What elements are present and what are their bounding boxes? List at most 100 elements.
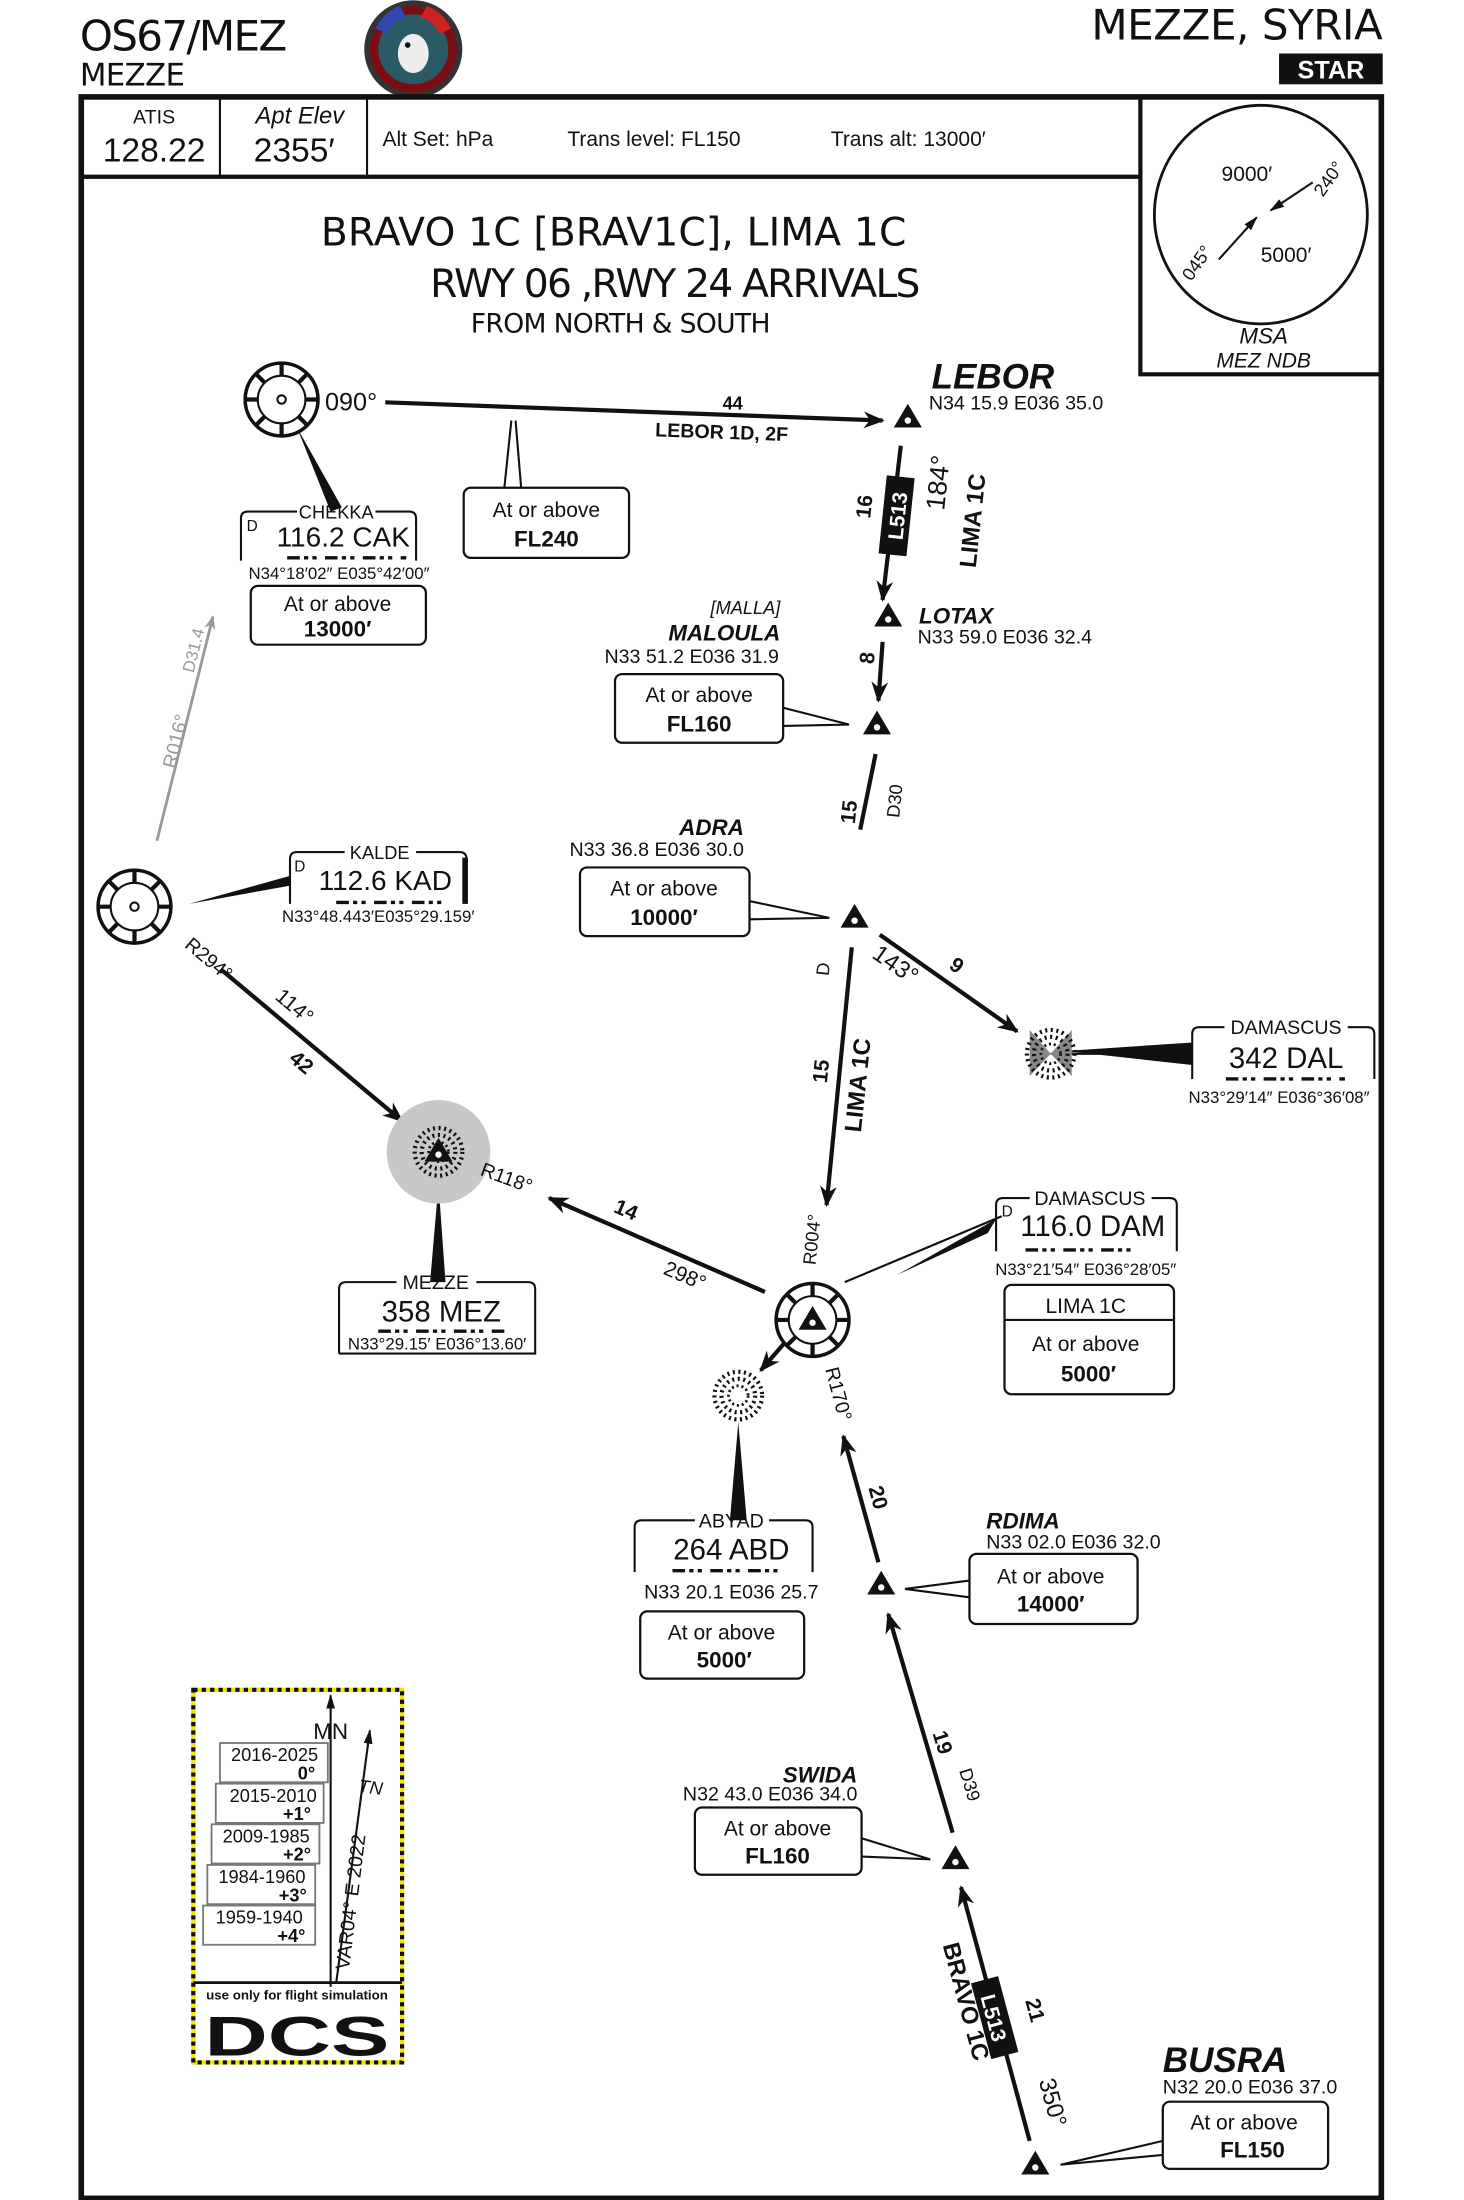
msa-bearing-045: 045° <box>1178 242 1216 284</box>
svg-text:N33°21′54″ E036°28′05″: N33°21′54″ E036°28′05″ <box>995 1260 1176 1279</box>
swida-restriction: At or above FL160 <box>693 1806 931 1876</box>
airport-code: OS67/MEZ <box>80 12 287 61</box>
maloula-adra-distance: 15 <box>837 799 862 825</box>
dam-vor-icon[interactable] <box>776 1284 849 1357</box>
lotax-coords: N33 59.0 E036 32.4 <box>918 626 1093 648</box>
svg-text:0°: 0° <box>298 1763 315 1783</box>
abyad-ndb-icon[interactable] <box>714 1372 762 1420</box>
svg-text:FL160: FL160 <box>667 712 732 737</box>
svg-text:+1°: +1° <box>283 1804 311 1824</box>
svg-text:DAMASCUS: DAMASCUS <box>1034 1188 1145 1210</box>
svg-text:MEZZE: MEZZE <box>402 1272 468 1294</box>
rdima-dam-distance: 20 <box>864 1483 892 1512</box>
svg-text:116.2 CAK: 116.2 CAK <box>277 522 411 553</box>
svg-text:LIMA 1C: LIMA 1C <box>1045 1295 1126 1318</box>
malla-name: [MALLA] <box>710 598 782 618</box>
msa-bearing-240: 240° <box>1310 158 1348 200</box>
svg-text:+2°: +2° <box>283 1845 311 1865</box>
svg-text:At or above: At or above <box>645 684 752 707</box>
dam-radial-004: R004° <box>800 1213 825 1266</box>
maloula-waypoint-icon[interactable] <box>862 710 892 735</box>
kalde-info: KALDE D 112.6 KAD N33°48.443′E035°29.159… <box>282 843 475 926</box>
maloula-coords: N33 51.2 E036 31.9 <box>604 646 778 668</box>
star-badge <box>1279 53 1383 85</box>
altimeter-setting: Alt Set: hPa <box>382 128 493 151</box>
busra-swida-distance: 21 <box>1020 1996 1048 2025</box>
svg-text:At or above: At or above <box>724 1818 831 1841</box>
dal-info: DAMASCUS 342 DAL N33°29′14″ E036°36′08″ <box>1189 1017 1376 1107</box>
swida-rdima-distance: 19 <box>928 1728 957 1757</box>
lebor-waypoint-icon[interactable] <box>893 403 922 428</box>
svg-text:1984-1960: 1984-1960 <box>218 1867 305 1887</box>
dal-ndb-icon[interactable] <box>1027 1030 1075 1078</box>
maloula-restriction: At or above FL160 <box>613 672 850 744</box>
adra-waypoint-icon[interactable] <box>840 903 869 928</box>
lebor-lotax-procedure: LIMA 1C <box>955 472 992 569</box>
chekka-radial: R016° <box>159 712 194 770</box>
svg-text:14000′: 14000′ <box>1017 1591 1085 1616</box>
dam-radial-170: R170° <box>820 1365 855 1424</box>
fl240-restriction: At or above FL240 <box>462 420 631 559</box>
svg-text:+4°: +4° <box>277 1926 305 1946</box>
svg-text:MN: MN <box>313 1719 348 1744</box>
svg-text:112.6 KAD: 112.6 KAD <box>319 865 452 896</box>
lotax-maloula-distance: 8 <box>856 651 880 665</box>
adra-coords: N33 36.8 E036 30.0 <box>569 839 744 861</box>
adra-dam-dme: D <box>813 961 834 976</box>
svg-text:At or above: At or above <box>284 593 391 616</box>
svg-text:CHEKKA: CHEKKA <box>299 503 375 523</box>
variation-row-2: 2009-1985+2° <box>210 1823 321 1865</box>
rdima-waypoint-icon[interactable] <box>867 1570 896 1595</box>
swida-rdima-dme: D39 <box>955 1766 984 1804</box>
svg-text:At or above: At or above <box>610 877 717 900</box>
simulation-disclaimer: use only for flight simulation <box>206 1987 388 2002</box>
lebor-leg-distance: 44 <box>723 393 744 413</box>
svg-text:At or above: At or above <box>493 499 600 522</box>
swida-name: SWIDA <box>783 1762 858 1787</box>
svg-text:2015-2010: 2015-2010 <box>230 1786 317 1806</box>
from-subtitle: FROM NORTH & SOUTH <box>471 308 771 339</box>
lotax-waypoint-icon[interactable] <box>874 602 903 627</box>
corsair-logo <box>364 0 463 99</box>
chekka-info: CHEKKA D 116.2 CAK N34°18′02″ E035°42′00… <box>239 503 430 646</box>
svg-text:N33 20.1 E036 25.7: N33 20.1 E036 25.7 <box>644 1582 818 1604</box>
svg-text:At or above: At or above <box>1190 2112 1297 2135</box>
svg-text:N33°29′14″ E036°36′08″: N33°29′14″ E036°36′08″ <box>1189 1088 1370 1107</box>
svg-text:N34°18′02″ E035°42′00″: N34°18′02″ E035°42′00″ <box>248 564 429 583</box>
chart-frame <box>78 94 1385 2200</box>
kalde-vor-icon[interactable] <box>98 870 171 943</box>
busra-waypoint-icon[interactable] <box>1021 2150 1050 2175</box>
dam-mezze-distance: 14 <box>611 1195 642 1225</box>
location-title: MEZZE, SYRIA <box>1091 0 1383 49</box>
maloula-adra-dme: D30 <box>883 783 906 818</box>
mezze-ndb-icon[interactable] <box>386 1100 491 1204</box>
msa-diagram: 9000′ 5000′ 240° 045° MSA MEZ NDB <box>1152 103 1369 372</box>
chekka-vor-icon[interactable] <box>245 363 318 436</box>
svg-text:KALDE: KALDE <box>350 843 410 863</box>
svg-text:+3°: +3° <box>279 1885 307 1905</box>
atis-frequency: 128.22 <box>103 132 206 169</box>
svg-text:At or above: At or above <box>997 1565 1104 1588</box>
runway-title: RWY 06 ,RWY 24 ARRIVALS <box>430 262 920 307</box>
rdima-name: RDIMA <box>986 1509 1059 1534</box>
svg-text:10000′: 10000′ <box>630 905 698 930</box>
svg-text:ABYAD: ABYAD <box>699 1510 764 1532</box>
svg-text:2009-1985: 2009-1985 <box>223 1827 310 1847</box>
msa-reference: MEZ NDB <box>1216 349 1311 372</box>
swida-waypoint-icon[interactable] <box>941 1845 970 1870</box>
svg-text:At or above: At or above <box>668 1621 775 1644</box>
lebor-coords: N34 15.9 E036 35.0 <box>929 392 1104 414</box>
svg-text:L513: L513 <box>885 491 913 541</box>
svg-text:2016-2025: 2016-2025 <box>231 1745 318 1765</box>
svg-text:TN: TN <box>357 1776 384 1799</box>
rdima-restriction: At or above 14000′ <box>904 1552 1139 1626</box>
maloula-name: MALOULA <box>668 620 780 645</box>
atis-label: ATIS <box>133 107 175 129</box>
svg-text:FL160: FL160 <box>745 1844 810 1869</box>
variation-row-4: 1959-1940+4° <box>202 1904 317 1946</box>
kalde-mezze-course: 114° <box>271 984 318 1029</box>
busra-restriction: At or above FL150 <box>1060 2100 1330 2171</box>
kalde-radial: R294° <box>180 933 236 985</box>
leg-labels: 090° 44 LEBOR 1D, 2F 16 184° LIMA 1C 8 1… <box>159 389 1072 2130</box>
